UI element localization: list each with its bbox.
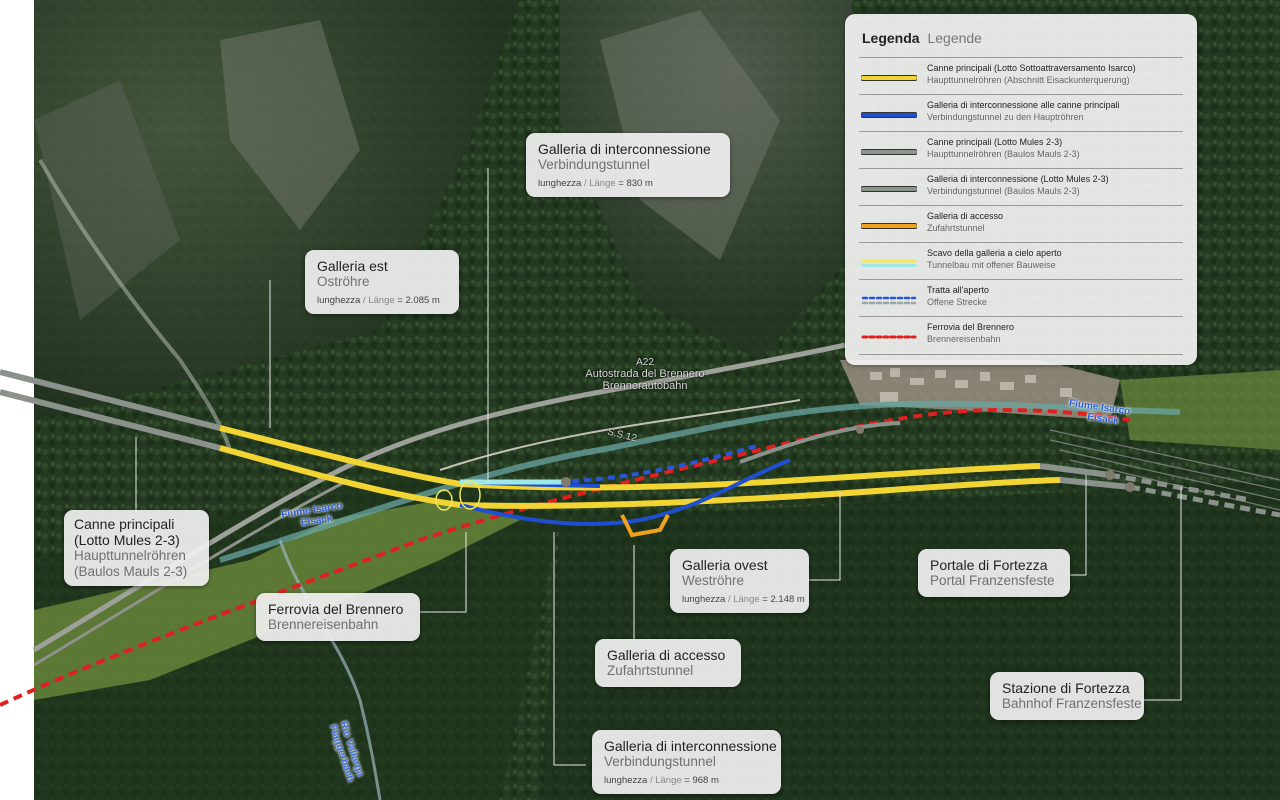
callout-title-it: Canne principali — [74, 516, 175, 532]
orange-line-icon — [861, 223, 917, 229]
callout-title-it: Galleria est — [317, 258, 388, 274]
legend-item-it: Galleria di interconnessione (Lotto Mule… — [927, 174, 1109, 184]
legend-item: Canne principali (Lotto Mules 2-3)Hauptt… — [859, 131, 1183, 167]
callout-title-de: Haupttunnelröhren — [74, 548, 186, 563]
legend-item-text: Galleria di interconnessione alle canne … — [927, 100, 1120, 123]
legend-item-it: Tratta all'aperto — [927, 285, 989, 295]
callout-title-de: Weströhre — [682, 573, 745, 588]
callout-length: lunghezza / Länge = 968 m — [604, 775, 719, 786]
grey-line-icon — [861, 149, 917, 155]
dashed-blue-grey-line-icon — [861, 296, 917, 305]
callout-subtitle-it: (Lotto Mules 2-3) — [74, 532, 180, 548]
yellow-line-icon — [861, 75, 917, 81]
callout-ferrovia: Ferrovia del Brennero Brennereisenbahn — [256, 593, 420, 641]
legend-item-text: Galleria di interconnessione (Lotto Mule… — [927, 174, 1109, 197]
legend-item-de: Verbindungstunnel zu den Hauptröhren — [927, 111, 1084, 122]
callout-interconnessione-north: Galleria di interconnessione Verbindungs… — [526, 133, 730, 197]
legend-item-it: Canne principali (Lotto Mules 2-3) — [927, 137, 1063, 147]
callout-length: lunghezza / Länge = 830 m — [538, 178, 653, 189]
legend-item-it: Canne principali (Lotto Sottoattraversam… — [927, 63, 1136, 73]
legend-item-text: Canne principali (Lotto Sottoattraversam… — [927, 63, 1136, 86]
legend-item-de: Brennereisenbahn — [927, 333, 1001, 344]
callout-title-de: Portal Franzensfeste — [930, 573, 1055, 588]
legend-item-it: Scavo della galleria a cielo aperto — [927, 248, 1062, 258]
legend-item: Galleria di interconnessione (Lotto Mule… — [859, 168, 1183, 204]
callout-title-de: Zufahrtstunnel — [607, 663, 694, 678]
callout-title-it: Portale di Fortezza — [930, 557, 1048, 573]
callout-length: lunghezza / Länge = 2.085 m — [317, 295, 440, 306]
callout-length: lunghezza / Länge = 2.148 m — [682, 594, 805, 605]
legend-item-it: Galleria di accesso — [927, 211, 1004, 221]
callout-title-de: Verbindungstunnel — [538, 157, 650, 172]
callout-galleria-est: Galleria est Oströhre lunghezza / Länge … — [305, 250, 459, 314]
map-legend: Legenda Legende Canne principali (Lotto … — [845, 14, 1197, 365]
legend-item-de: Haupttunnelröhren (Abschnitt Eisackunter… — [927, 74, 1130, 85]
blue-line-icon — [861, 112, 917, 118]
callout-title-de: Verbindungstunnel — [604, 754, 716, 769]
legend-title-de: Legende — [927, 30, 982, 46]
callout-canne-principali: Canne principali (Lotto Mules 2-3) Haupt… — [64, 510, 209, 586]
callout-title-it: Ferrovia del Brennero — [268, 601, 404, 617]
callout-title-it: Galleria ovest — [682, 557, 768, 573]
callout-title-it: Stazione di Fortezza — [1002, 680, 1130, 696]
a22-name-de: Brennerautobahn — [602, 380, 688, 392]
dashed-red-line-icon — [861, 335, 917, 339]
callout-title-it: Galleria di interconnessione — [538, 141, 711, 157]
legend-item-text: Canne principali (Lotto Mules 2-3)Hauptt… — [927, 137, 1080, 160]
a22-number: A22 — [636, 357, 654, 368]
grey-line-icon — [861, 186, 917, 192]
callout-title-it: Galleria di interconnessione — [604, 738, 777, 754]
legend-item: Canne principali (Lotto Sottoattraversam… — [859, 57, 1183, 93]
legend-item-it: Ferrovia del Brennero — [927, 322, 1015, 332]
legend-title: Legenda Legende — [862, 30, 982, 46]
legend-divider — [859, 354, 1183, 355]
callout-galleria-ovest: Galleria ovest Weströhre lunghezza / Län… — [670, 549, 809, 613]
legend-item-de: Verbindungstunnel (Baulos Mauls 2-3) — [927, 185, 1080, 196]
legend-item: Galleria di interconnessione alle canne … — [859, 94, 1183, 130]
legend-item-de: Haupttunnelröhren (Baulos Mauls 2-3) — [927, 148, 1080, 159]
a22-label: A22 Autostrada del Brennero Brennerautob… — [560, 357, 730, 392]
callout-accesso: Galleria di accesso Zufahrtstunnel — [595, 639, 741, 687]
callout-title-de: Brennereisenbahn — [268, 617, 379, 632]
callout-portale: Portale di Fortezza Portal Franzensfeste — [918, 549, 1070, 597]
callout-title-de: Bahnhof Franzensfeste — [1002, 696, 1142, 711]
callout-interconnessione-south: Galleria di interconnessione Verbindungs… — [592, 730, 781, 794]
callout-title-de: Oströhre — [317, 274, 370, 289]
legend-title-it: Legenda — [862, 30, 920, 46]
legend-item-de: Tunnelbau mit offener Bauweise — [927, 259, 1056, 270]
legend-item-it: Galleria di interconnessione alle canne … — [927, 100, 1120, 110]
legend-item-de: Offene Strecke — [927, 296, 987, 307]
callout-subtitle-de: (Baulos Mauls 2-3) — [74, 564, 188, 579]
callout-title-it: Galleria di accesso — [607, 647, 726, 663]
callout-stazione: Stazione di Fortezza Bahnhof Franzensfes… — [990, 672, 1144, 720]
yellow-cyan-line-icon — [861, 259, 917, 267]
a22-name-it: Autostrada del Brennero — [585, 368, 705, 380]
legend-item-de: Zufahrtstunnel — [927, 222, 985, 233]
